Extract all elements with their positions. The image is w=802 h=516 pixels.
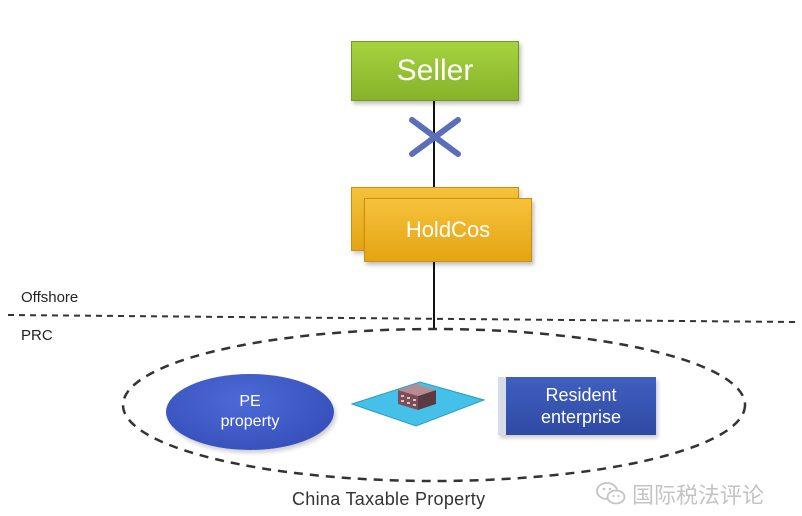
pe-property-line1: PE	[239, 393, 261, 410]
resident-enterprise-line2: enterprise	[540, 407, 622, 427]
resident-enterprise-box: Resident enterprise	[498, 377, 656, 435]
prc-label: PRC	[21, 327, 53, 344]
china-boundary-ellipse	[121, 327, 747, 483]
seller-box: Seller	[351, 41, 519, 101]
pe-property-ellipse: PE property	[166, 374, 334, 450]
wechat-icon	[596, 482, 626, 505]
resident-enterprise-line1: Resident	[545, 385, 617, 405]
seller-label: Seller	[396, 54, 474, 87]
watermark: 国际税法评论	[596, 478, 764, 510]
cross-mark-icon	[409, 117, 461, 157]
holdco-box: HoldCos	[364, 198, 532, 262]
pe-property-line2: property	[220, 413, 280, 430]
china-taxable-property-caption: China Taxable Property	[292, 489, 486, 509]
holdco-label: HoldCos	[405, 217, 491, 242]
offshore-label: Offshore	[21, 289, 79, 306]
building-icon	[398, 384, 436, 410]
watermark-text: 国际税法评论	[632, 483, 765, 508]
border-divider	[7, 314, 796, 323]
